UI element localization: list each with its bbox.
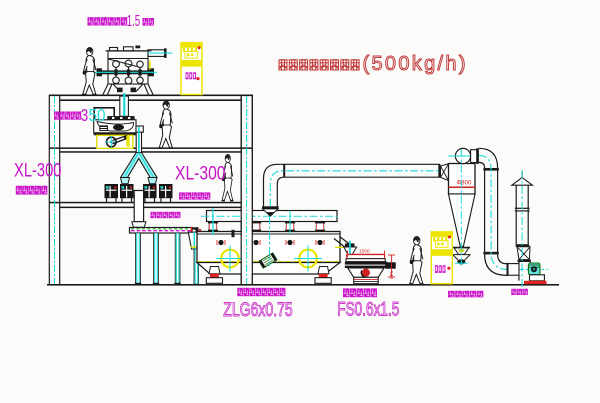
- svg-text:ZLG6x0.75: ZLG6x0.75: [223, 299, 293, 321]
- svg-text:FS0.6x1.5: FS0.6x1.5: [337, 300, 399, 321]
- svg-text:Φ800: Φ800: [457, 181, 472, 187]
- svg-text:XL-300: XL-300: [14, 161, 62, 182]
- svg-text:50: 50: [89, 105, 106, 125]
- svg-text:3: 3: [81, 105, 89, 125]
- svg-text:(500kg/h): (500kg/h): [363, 53, 466, 75]
- svg-text:1.5: 1.5: [127, 13, 141, 30]
- svg-text:540: 540: [388, 271, 394, 279]
- svg-text:1500: 1500: [359, 248, 370, 254]
- svg-text:XL-300: XL-300: [175, 164, 226, 185]
